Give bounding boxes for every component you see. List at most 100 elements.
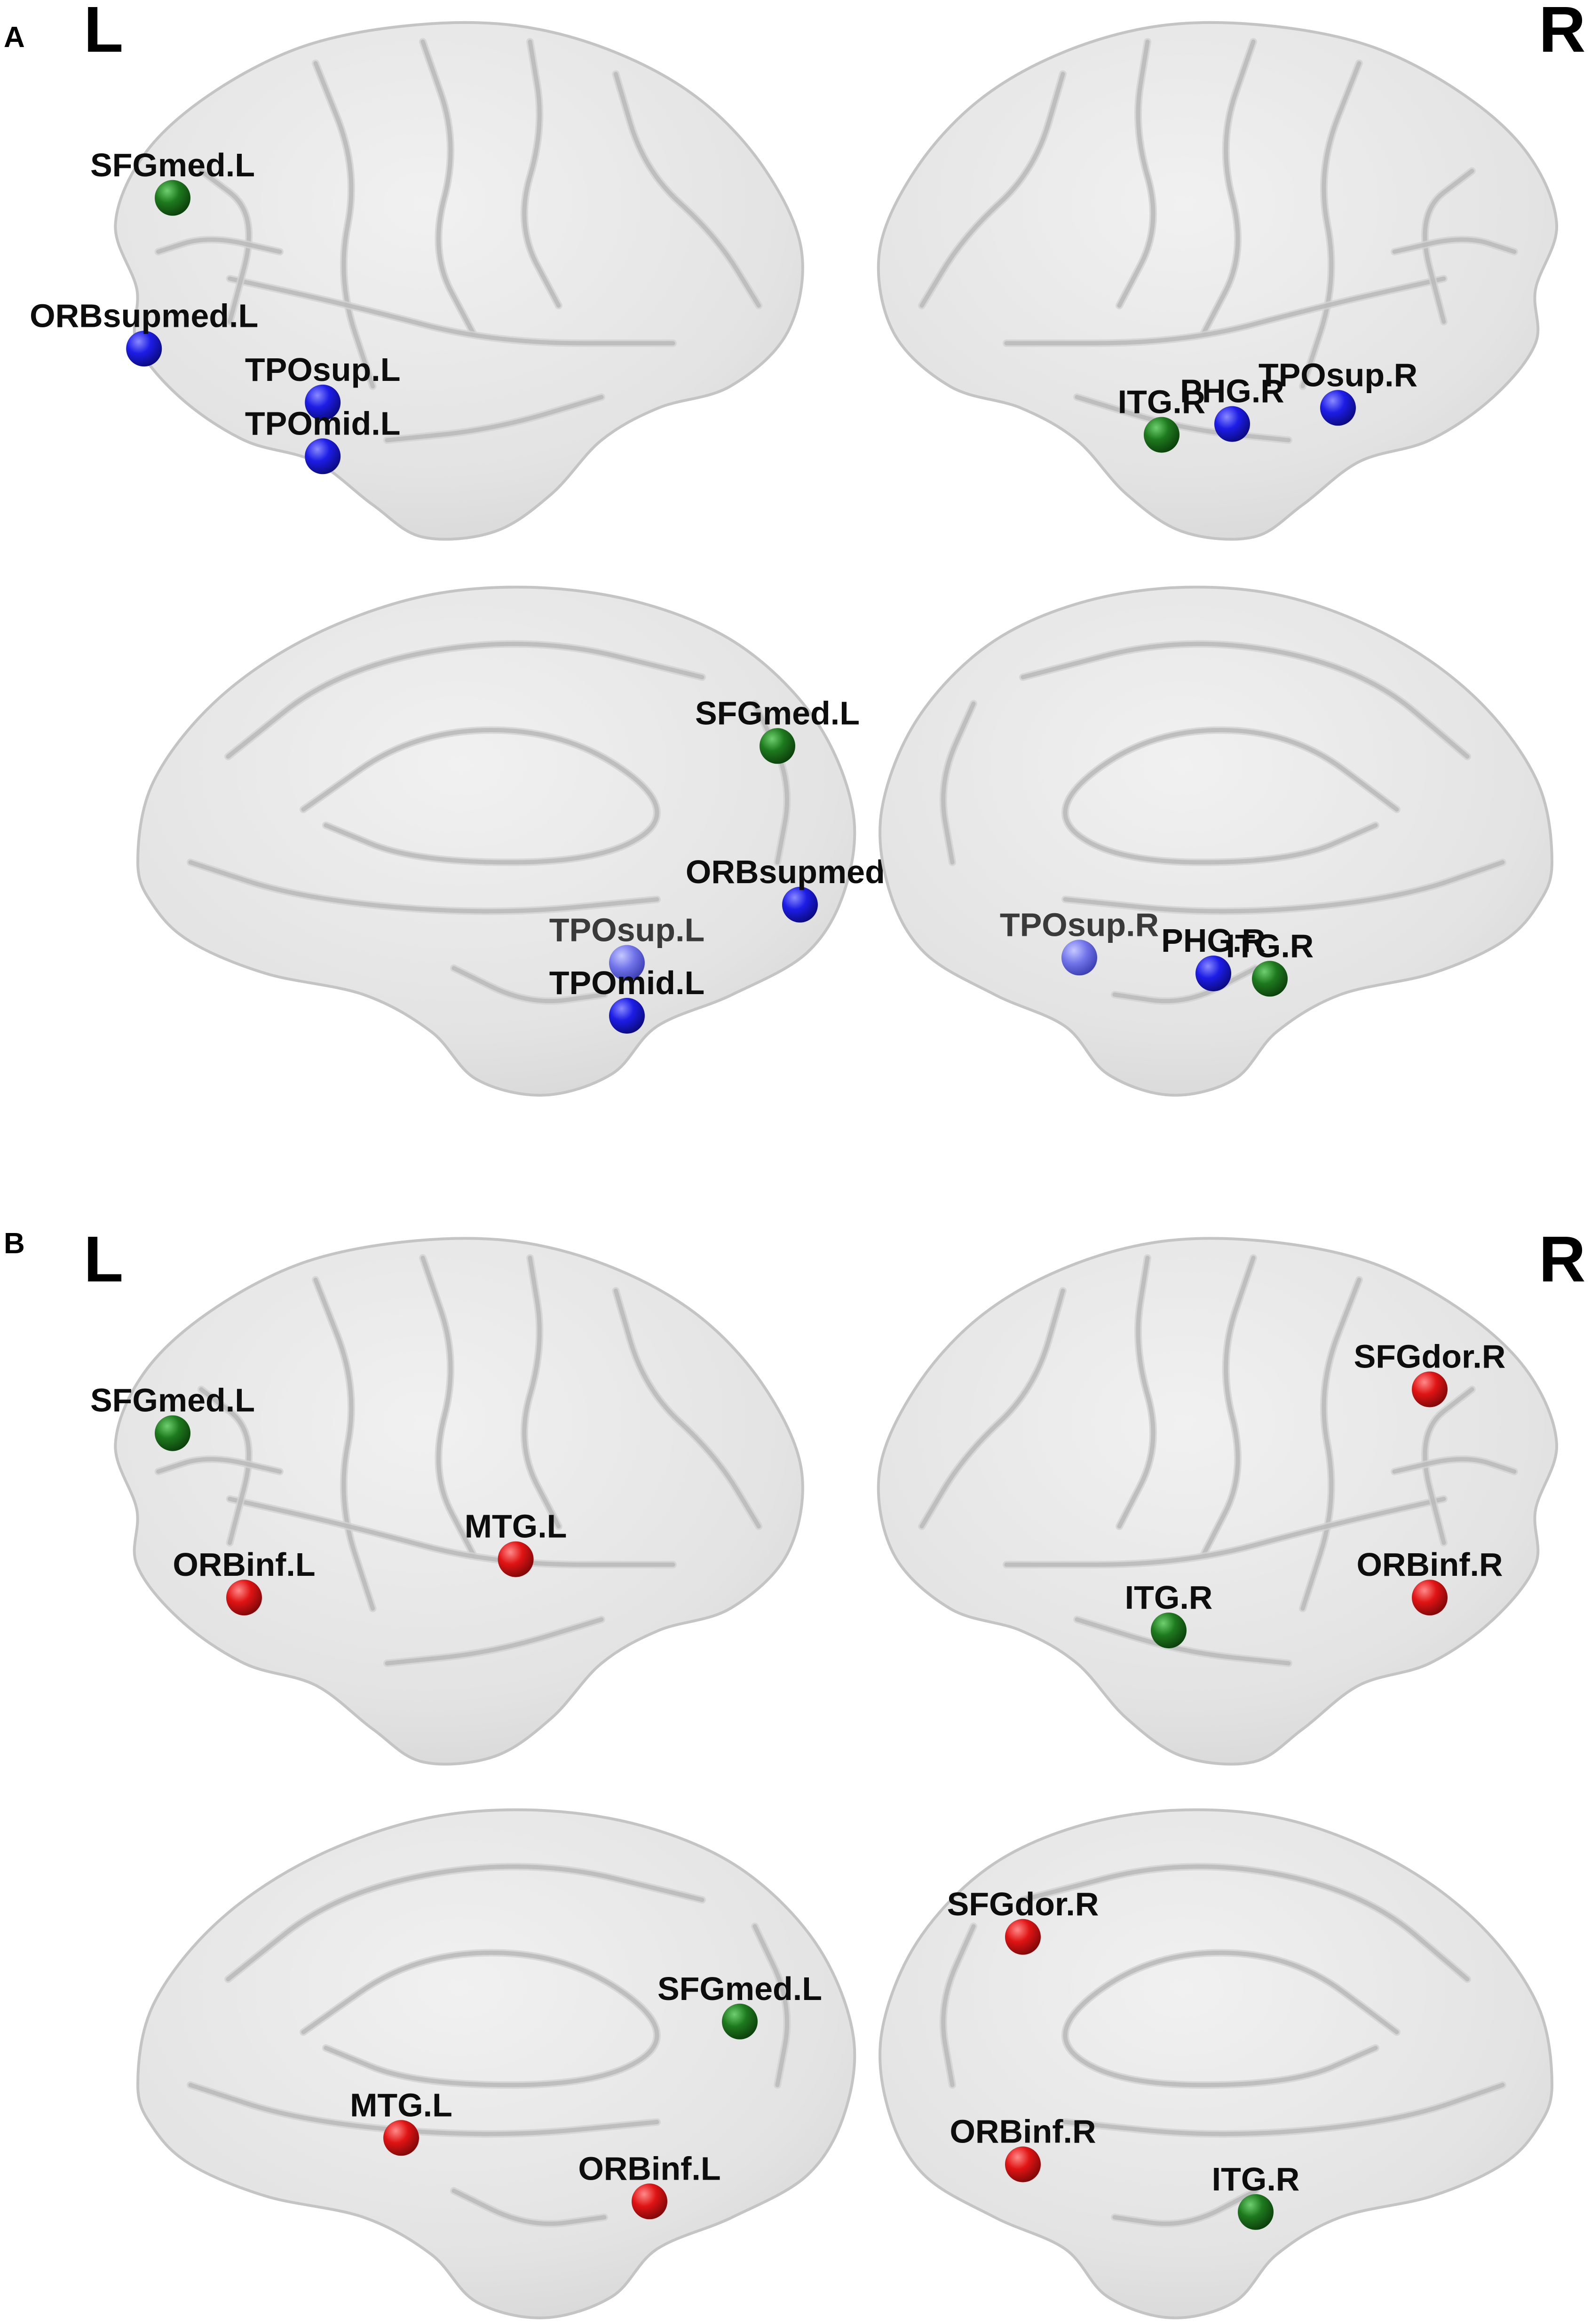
- brain-surface: [114, 1237, 804, 1766]
- node-label: TPOsup.R: [1000, 906, 1159, 943]
- panel-b-right-medial-view: SFGdor.R ORBinf.R ITG.R: [878, 1808, 1554, 2319]
- node-label: ITG.R: [1212, 2161, 1300, 2198]
- sulcus-line: [1004, 1497, 1446, 1567]
- sulcus-line: [313, 61, 375, 388]
- node-orbinf-l: [226, 1580, 262, 1616]
- brain-surface: [877, 1237, 1559, 1766]
- node-label: ORBsupmed.L: [30, 297, 258, 334]
- node-sfgmed-l: [760, 728, 795, 764]
- sulcus-line: [941, 701, 976, 865]
- sulcus-line: [420, 1256, 475, 1556]
- brain-surface: [136, 1808, 856, 2319]
- node-mtg-l: [498, 1541, 534, 1577]
- panel-b-right-marker: R: [1539, 1223, 1586, 1296]
- sulcus-line: [451, 966, 607, 1004]
- node-label: ITG.R: [1118, 384, 1206, 420]
- brain-surface: [136, 585, 856, 1097]
- sulcus-line: [1112, 2189, 1258, 2226]
- sulcus-line: [1021, 1864, 1470, 1982]
- sulcus-line: [451, 2189, 607, 2226]
- sulcus-line: [301, 1951, 659, 2087]
- panel-b-left-medial-view: SFGmed.L MTG.L ORBinf.L: [136, 1808, 856, 2319]
- sulcus-line: [1423, 169, 1474, 324]
- sulcus-line: [613, 1288, 761, 1529]
- panel-a-right-marker: R: [1539, 0, 1586, 66]
- node-label: TPOsup.L: [549, 912, 705, 949]
- node-tposup-r: [1320, 390, 1356, 426]
- node-phg-r: [1195, 956, 1231, 991]
- panel-a-letter: A: [4, 21, 25, 54]
- sulcus-line: [1021, 641, 1470, 759]
- panel-a-left-lateral-view: SFGmed.L ORBsupmed.L TPOsup.L TPOmid.L: [30, 21, 804, 541]
- node-label: SFGmed.L: [90, 147, 255, 183]
- sulcus-line: [1063, 728, 1399, 865]
- node-label: MTG.L: [350, 2087, 452, 2123]
- node-label: MTG.L: [465, 1508, 567, 1545]
- sulcus-line: [1423, 1387, 1474, 1545]
- sulcus-line: [199, 169, 251, 324]
- sulcus-line: [1004, 277, 1446, 346]
- node-label: TPOsup.R: [1259, 356, 1417, 393]
- node-label: SFGdor.R: [947, 1886, 1099, 1922]
- node-label: PHG.R: [1161, 922, 1266, 959]
- sulcus-line: [941, 1924, 976, 2087]
- sulcus-line: [919, 71, 1065, 308]
- node-label: TPOmid.L: [245, 405, 401, 442]
- sulcus-line: [385, 1617, 604, 1666]
- sulcus-line: [226, 1864, 704, 1982]
- node-phg-r: [1214, 406, 1250, 442]
- node-sfgmed-l: [722, 2003, 758, 2039]
- node-mtg-l: [383, 2120, 419, 2156]
- node-tposup-l: [609, 945, 645, 981]
- sulcus-line: [301, 728, 659, 865]
- node-orbinf-r: [1005, 2146, 1041, 2182]
- panel-b-left-marker: L: [84, 1223, 123, 1296]
- node-itg-r: [1151, 1613, 1187, 1649]
- node-label: SFGmed.L: [695, 695, 860, 731]
- brain-surface: [114, 21, 804, 541]
- node-itg-r: [1238, 2194, 1274, 2230]
- sulcus-line: [522, 40, 561, 308]
- node-label: ITG.R: [1226, 927, 1314, 964]
- node-tposup-l: [305, 384, 341, 420]
- sulcus-line: [1117, 40, 1156, 308]
- sulcus-line: [1202, 1256, 1256, 1556]
- brain-views: SFGmed.L ORBsupmed.L TPOsup.L TPOmid.L ITG.R…: [30, 21, 1559, 2319]
- node-label: SFGmed.L: [657, 1970, 822, 2007]
- sulcus-line: [613, 71, 761, 308]
- sulcus-line: [522, 1256, 561, 1529]
- node-orbsupmed-l: [126, 331, 162, 367]
- node-label: SFGdor.R: [1354, 1338, 1506, 1375]
- sulcus-line: [156, 1457, 282, 1474]
- brain-surface: [878, 1808, 1554, 2319]
- node-sfgmed-l: [155, 1415, 190, 1451]
- node-label: ITG.R: [1125, 1579, 1213, 1616]
- sulcus-line: [1392, 1457, 1517, 1474]
- brain-surface: [877, 21, 1559, 541]
- sulcus-line: [313, 1278, 375, 1611]
- sulcus-line: [1300, 1278, 1361, 1611]
- sulcus-line: [1063, 860, 1505, 914]
- node-itg-r: [1252, 961, 1288, 997]
- node-itg-r: [1144, 417, 1179, 453]
- node-label: ORBinf.L: [578, 2150, 720, 2187]
- node-label: ORBinf.R: [950, 2113, 1096, 2150]
- brain-surface: [878, 585, 1554, 1097]
- sulcus-line: [188, 2083, 659, 2136]
- sulcus-line: [1117, 1256, 1156, 1529]
- node-label: TPOsup.L: [245, 351, 401, 388]
- sulcus-line: [420, 40, 475, 335]
- panel-a-header: A L R: [4, 0, 1586, 66]
- sulcus-line: [199, 1387, 251, 1545]
- node-sfgdor-r: [1412, 1371, 1448, 1407]
- node-label: PHG.R: [1180, 373, 1284, 410]
- sulcus-line: [1063, 1951, 1399, 2087]
- node-label: TPOmid.L: [549, 964, 705, 1001]
- sulcus-line: [226, 641, 704, 759]
